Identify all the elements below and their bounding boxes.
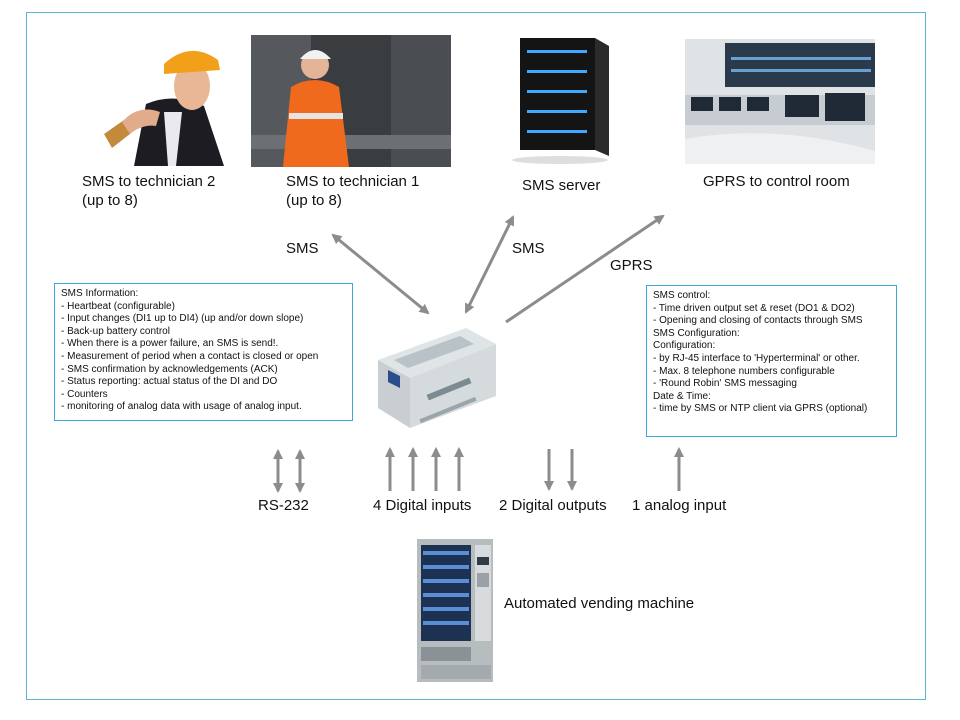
sms-information-line: - When there is a power failure, an SMS … bbox=[61, 338, 279, 350]
sms-control-line: - 'Round Robin' SMS messaging bbox=[653, 378, 797, 390]
sms-control-line: Configuration: bbox=[653, 340, 716, 352]
sms-information-line: - Heartbeat (configurable) bbox=[61, 300, 175, 312]
sms-information-line: - SMS confirmation by acknowledgements (… bbox=[61, 363, 278, 375]
sms-control-line: - Max. 8 telephone numbers configurable bbox=[653, 365, 835, 377]
digital-inputs-label: 4 Digital inputs bbox=[373, 497, 472, 514]
sms-control-line: Date & Time: bbox=[653, 390, 711, 402]
technician-2-label: SMS to technician 2 (up to 8) bbox=[82, 173, 216, 209]
diagram-frame bbox=[26, 12, 926, 700]
sms-control-line: - Opening and closing of contacts throug… bbox=[653, 315, 863, 327]
sms-information-line: - Status reporting: actual status of the… bbox=[61, 376, 278, 388]
sms-control-line: - time by SMS or NTP client via GPRS (op… bbox=[653, 403, 868, 415]
sms-server-label: SMS server bbox=[522, 177, 601, 194]
sms-server-image bbox=[485, 32, 615, 170]
sms-control-line: SMS Configuration: bbox=[653, 327, 740, 339]
control-room-label: GPRS to control room bbox=[703, 173, 850, 190]
technician-2-photo bbox=[64, 34, 226, 166]
sms-link-label-left: SMS bbox=[286, 240, 319, 257]
sms-information-line: - Back-up battery control bbox=[61, 325, 170, 337]
sms-information-box: SMS Information: - Heartbeat (configurab… bbox=[54, 283, 353, 421]
sms-control-line: - Time driven output set & reset (DO1 & … bbox=[653, 302, 855, 314]
gprs-arrow-control-room bbox=[505, 214, 665, 324]
analog-input-label: 1 analog input bbox=[632, 497, 727, 514]
sms-information-line: - monitoring of analog data with usage o… bbox=[61, 401, 302, 413]
vending-machine-image bbox=[415, 537, 495, 684]
sms-information-line: - Measurement of period when a contact i… bbox=[61, 350, 319, 362]
sms-arrow-server bbox=[464, 215, 515, 314]
sms-information-line: - Counters bbox=[61, 388, 108, 400]
vending-machine-label: Automated vending machine bbox=[504, 595, 695, 612]
gprs-link-label: GPRS bbox=[610, 257, 653, 274]
sms-control-line: - by RJ-45 interface to 'Hyperterminal' … bbox=[653, 352, 860, 364]
sms-link-label-right: SMS bbox=[512, 240, 545, 257]
sms-controller-device bbox=[370, 320, 502, 436]
sms-information-line: - Input changes (DI1 up to DI4) (up and/… bbox=[61, 313, 304, 325]
digital-outputs-label: 2 Digital outputs bbox=[499, 497, 607, 514]
technician-1-photo bbox=[251, 35, 451, 167]
rs232-label: RS-232 bbox=[258, 497, 309, 514]
sms-control-box: SMS control: - Time driven output set & … bbox=[646, 285, 897, 437]
technician-1-label: SMS to technician 1 (up to 8) bbox=[286, 173, 420, 209]
sms-control-line: SMS control: bbox=[653, 290, 711, 301]
control-room-photo bbox=[685, 39, 875, 164]
sms-arrow-technicians bbox=[331, 233, 430, 315]
sms-information-line: SMS Information: bbox=[61, 288, 139, 299]
